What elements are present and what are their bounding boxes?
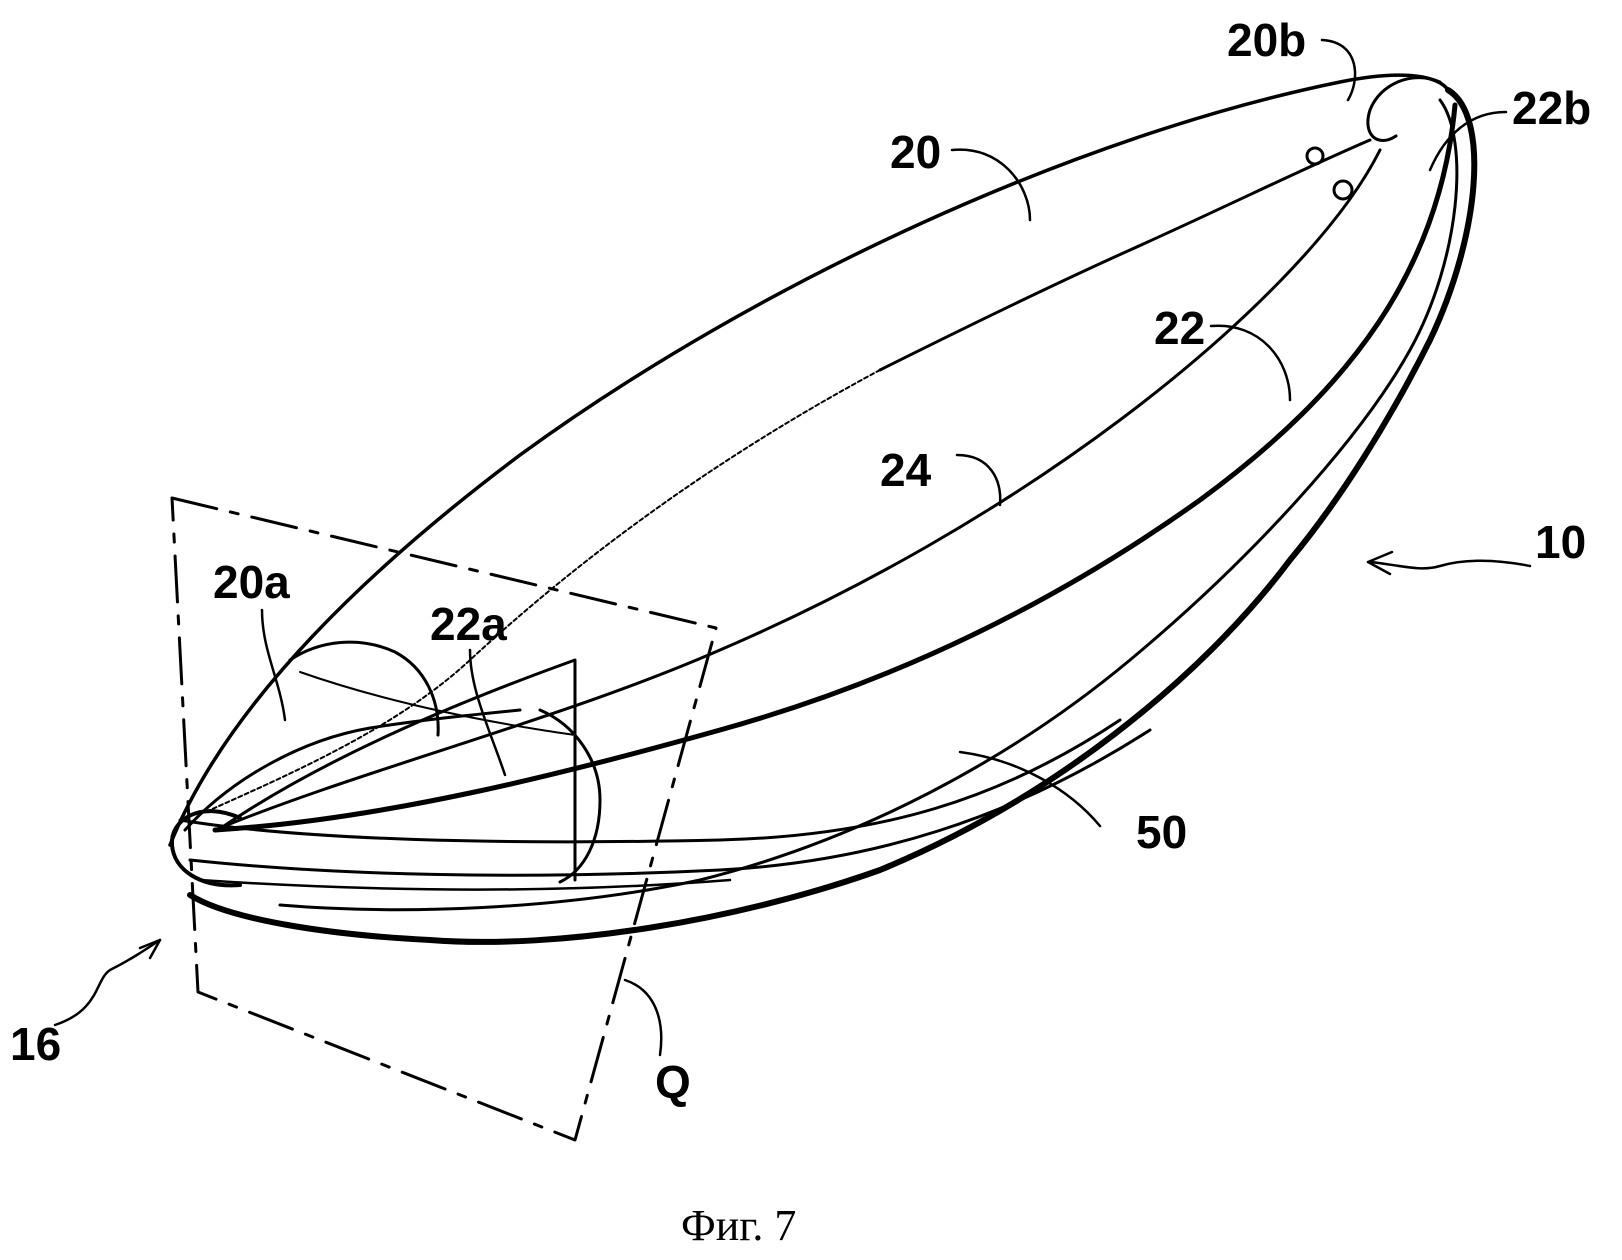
figure-caption: Фиг. 7 [681, 1201, 796, 1250]
label-q: Q [655, 1056, 691, 1108]
label-50: 50 [1136, 806, 1187, 858]
leader-lines [53, 38, 1532, 1057]
label-22: 22 [1154, 302, 1205, 354]
reference-labels: 20b 22b 20 22 24 10 20a 22a 50 16 Q [10, 14, 1591, 1108]
label-24: 24 [880, 444, 932, 496]
label-10: 10 [1535, 516, 1586, 568]
label-20a: 20a [213, 556, 290, 608]
label-20b: 20b [1227, 14, 1306, 66]
label-22a: 22a [430, 598, 507, 650]
label-20: 20 [890, 126, 941, 178]
label-16: 16 [10, 1018, 61, 1070]
label-22b: 22b [1512, 82, 1591, 134]
blade-body [168, 73, 1478, 945]
